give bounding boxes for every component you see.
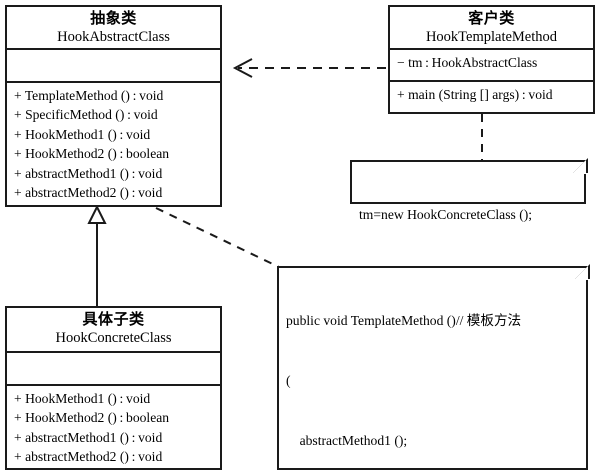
- note-anchor-abstract-to-code-note: [155, 207, 282, 269]
- note-line: tm=new HookConcreteClass ();: [359, 206, 533, 222]
- class-name-abstract: HookAbstractClass: [57, 28, 170, 45]
- generalization-arrow-concrete-to-abstract: [87, 204, 107, 306]
- class-method: + abstractMethod2 () : void: [14, 449, 163, 465]
- class-method: + HookMethod2 () : boolean: [14, 146, 170, 162]
- class-method: + abstractMethod2 () : void: [14, 185, 163, 201]
- class-attribute: − tm : HookAbstractClass: [397, 55, 538, 70]
- dependency-arrow-client-to-abstract: [232, 58, 386, 78]
- class-method: + abstractMethod1 () : void: [14, 429, 163, 445]
- note-fold-inner: [572, 160, 586, 174]
- class-method: + HookMethod2 () : boolean: [14, 410, 170, 426]
- note-line: public void TemplateMethod ()// 模板方法: [286, 312, 522, 328]
- note-template-method-code[interactable]: public void TemplateMethod ()// 模板方法 ( a…: [277, 264, 590, 470]
- class-method: + main (String [] args) : void: [397, 87, 553, 102]
- class-header-concrete: 具体子类 HookConcreteClass: [7, 308, 220, 353]
- class-method: + HookMethod1 () : void: [14, 126, 151, 142]
- class-attributes-concrete: [7, 353, 220, 386]
- class-stereotype-abstract: 抽象类: [90, 11, 137, 27]
- note-fold-inner: [574, 266, 588, 280]
- class-methods-client: + main (String [] args) : void: [390, 82, 593, 107]
- class-method: + TemplateMethod () : void: [14, 88, 164, 103]
- class-method: + SpecificMethod () : void: [14, 107, 158, 123]
- class-method: + abstractMethod1 () : void: [14, 165, 163, 181]
- class-methods-concrete: + HookMethod1 () : void + HookMethod2 ()…: [7, 386, 220, 470]
- class-attributes-client: − tm : HookAbstractClass: [390, 50, 593, 82]
- note-line: abstractMethod1 ();: [286, 432, 408, 448]
- class-methods-abstract: + TemplateMethod () : void + SpecificMet…: [7, 83, 220, 206]
- note-body: [350, 160, 586, 204]
- note-body: [277, 266, 588, 470]
- class-header-client: 客户类 HookTemplateMethod: [390, 7, 593, 50]
- class-box-client-class[interactable]: 客户类 HookTemplateMethod − tm : HookAbstra…: [388, 5, 595, 114]
- class-header-abstract: 抽象类 HookAbstractClass: [7, 7, 220, 50]
- note-line: (: [286, 372, 291, 388]
- note-text-code: public void TemplateMethod ()// 模板方法 ( a…: [277, 266, 588, 476]
- class-name-client: HookTemplateMethod: [425, 28, 558, 45]
- class-method: + HookMethod1 () : void: [14, 391, 151, 406]
- class-name-concrete: HookConcreteClass: [55, 329, 172, 346]
- class-box-concrete-class[interactable]: 具体子类 HookConcreteClass + HookMethod1 () …: [5, 306, 222, 470]
- note-client-instantiation[interactable]: tm=new HookConcreteClass (); tm.Template…: [350, 158, 588, 282]
- class-stereotype-concrete: 具体子类: [82, 312, 145, 328]
- class-attributes-abstract: [7, 50, 220, 83]
- class-stereotype-client: 客户类: [468, 11, 515, 27]
- class-box-abstract-class[interactable]: 抽象类 HookAbstractClass + TemplateMethod (…: [5, 5, 222, 207]
